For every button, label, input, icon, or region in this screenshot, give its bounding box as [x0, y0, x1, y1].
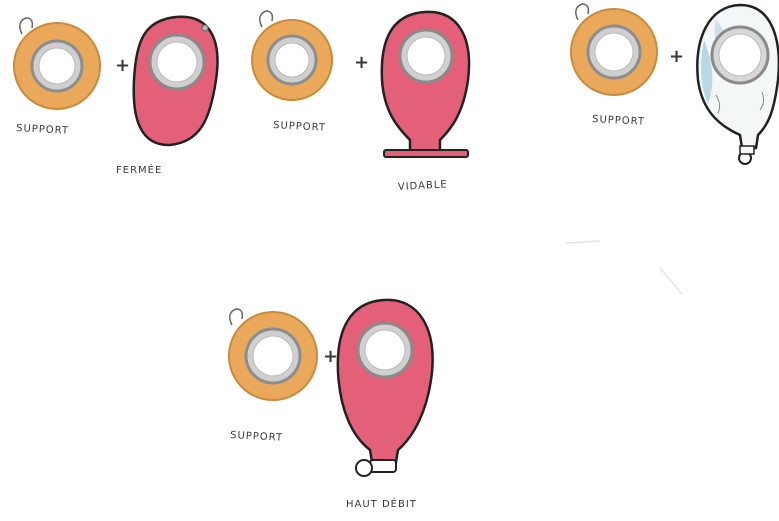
- support-ring-icon: [14, 18, 100, 109]
- plus-sign: +: [115, 55, 131, 76]
- high-output-pouch-label: HAUT DÉBIT: [346, 497, 417, 510]
- support-ring-icon: [571, 4, 657, 95]
- plus-sign: +: [669, 46, 685, 67]
- pencil-mark: [660, 268, 682, 294]
- plus-sign: +: [354, 52, 370, 73]
- support-label: SUPPORT: [16, 123, 69, 137]
- support-ring-icon: [229, 309, 317, 400]
- support-label: SUPPORT: [273, 120, 326, 134]
- support-ring-icon: [252, 11, 332, 100]
- drainable-pouch-label: VIDABLE: [398, 179, 448, 193]
- support-label: SUPPORT: [592, 114, 645, 128]
- closed-pouch-label: FERMÉE: [116, 163, 162, 176]
- drainable-pouch-icon: [382, 12, 469, 157]
- high-output-pouch-icon: [338, 300, 433, 476]
- closed-pouch-icon: [134, 17, 218, 145]
- pencil-mark: [566, 241, 600, 243]
- transparent-pouch-icon: [697, 5, 779, 164]
- support-label: SUPPORT: [230, 430, 283, 444]
